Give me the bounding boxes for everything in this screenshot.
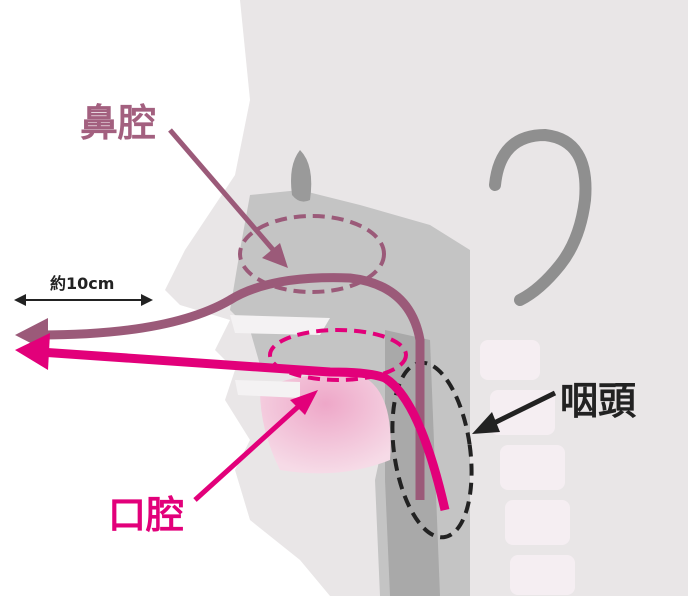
lower-teeth <box>235 380 300 398</box>
nasal-cavity-label: 鼻腔 <box>80 101 157 145</box>
oral-arrowhead <box>15 333 50 370</box>
nasal-leader-arrowhead <box>262 243 288 268</box>
nasal-cavity-region <box>238 214 386 294</box>
pharynx-leader-arrowhead <box>472 412 500 434</box>
pharynx-label: 咽頭 <box>560 379 637 423</box>
oral-cavity-label: 口腔 <box>108 493 185 537</box>
scale-arrowhead-right <box>141 294 153 306</box>
oral-leader-line <box>193 403 302 502</box>
nasal-airflow-arrow <box>39 273 425 500</box>
nasal-turbinate <box>291 150 312 202</box>
oral-cavity-region <box>268 328 408 382</box>
oral-leader-arrowhead <box>290 390 318 415</box>
upper-teeth <box>230 315 330 335</box>
ear <box>489 128 592 306</box>
scale-arrowhead-left <box>14 294 26 306</box>
tongue <box>260 374 391 474</box>
nasal-leader-line <box>168 128 277 254</box>
pharynx-leader-line <box>488 390 557 428</box>
oral-airflow-arrow <box>39 347 450 511</box>
scale-label: 約10cm <box>50 274 115 293</box>
